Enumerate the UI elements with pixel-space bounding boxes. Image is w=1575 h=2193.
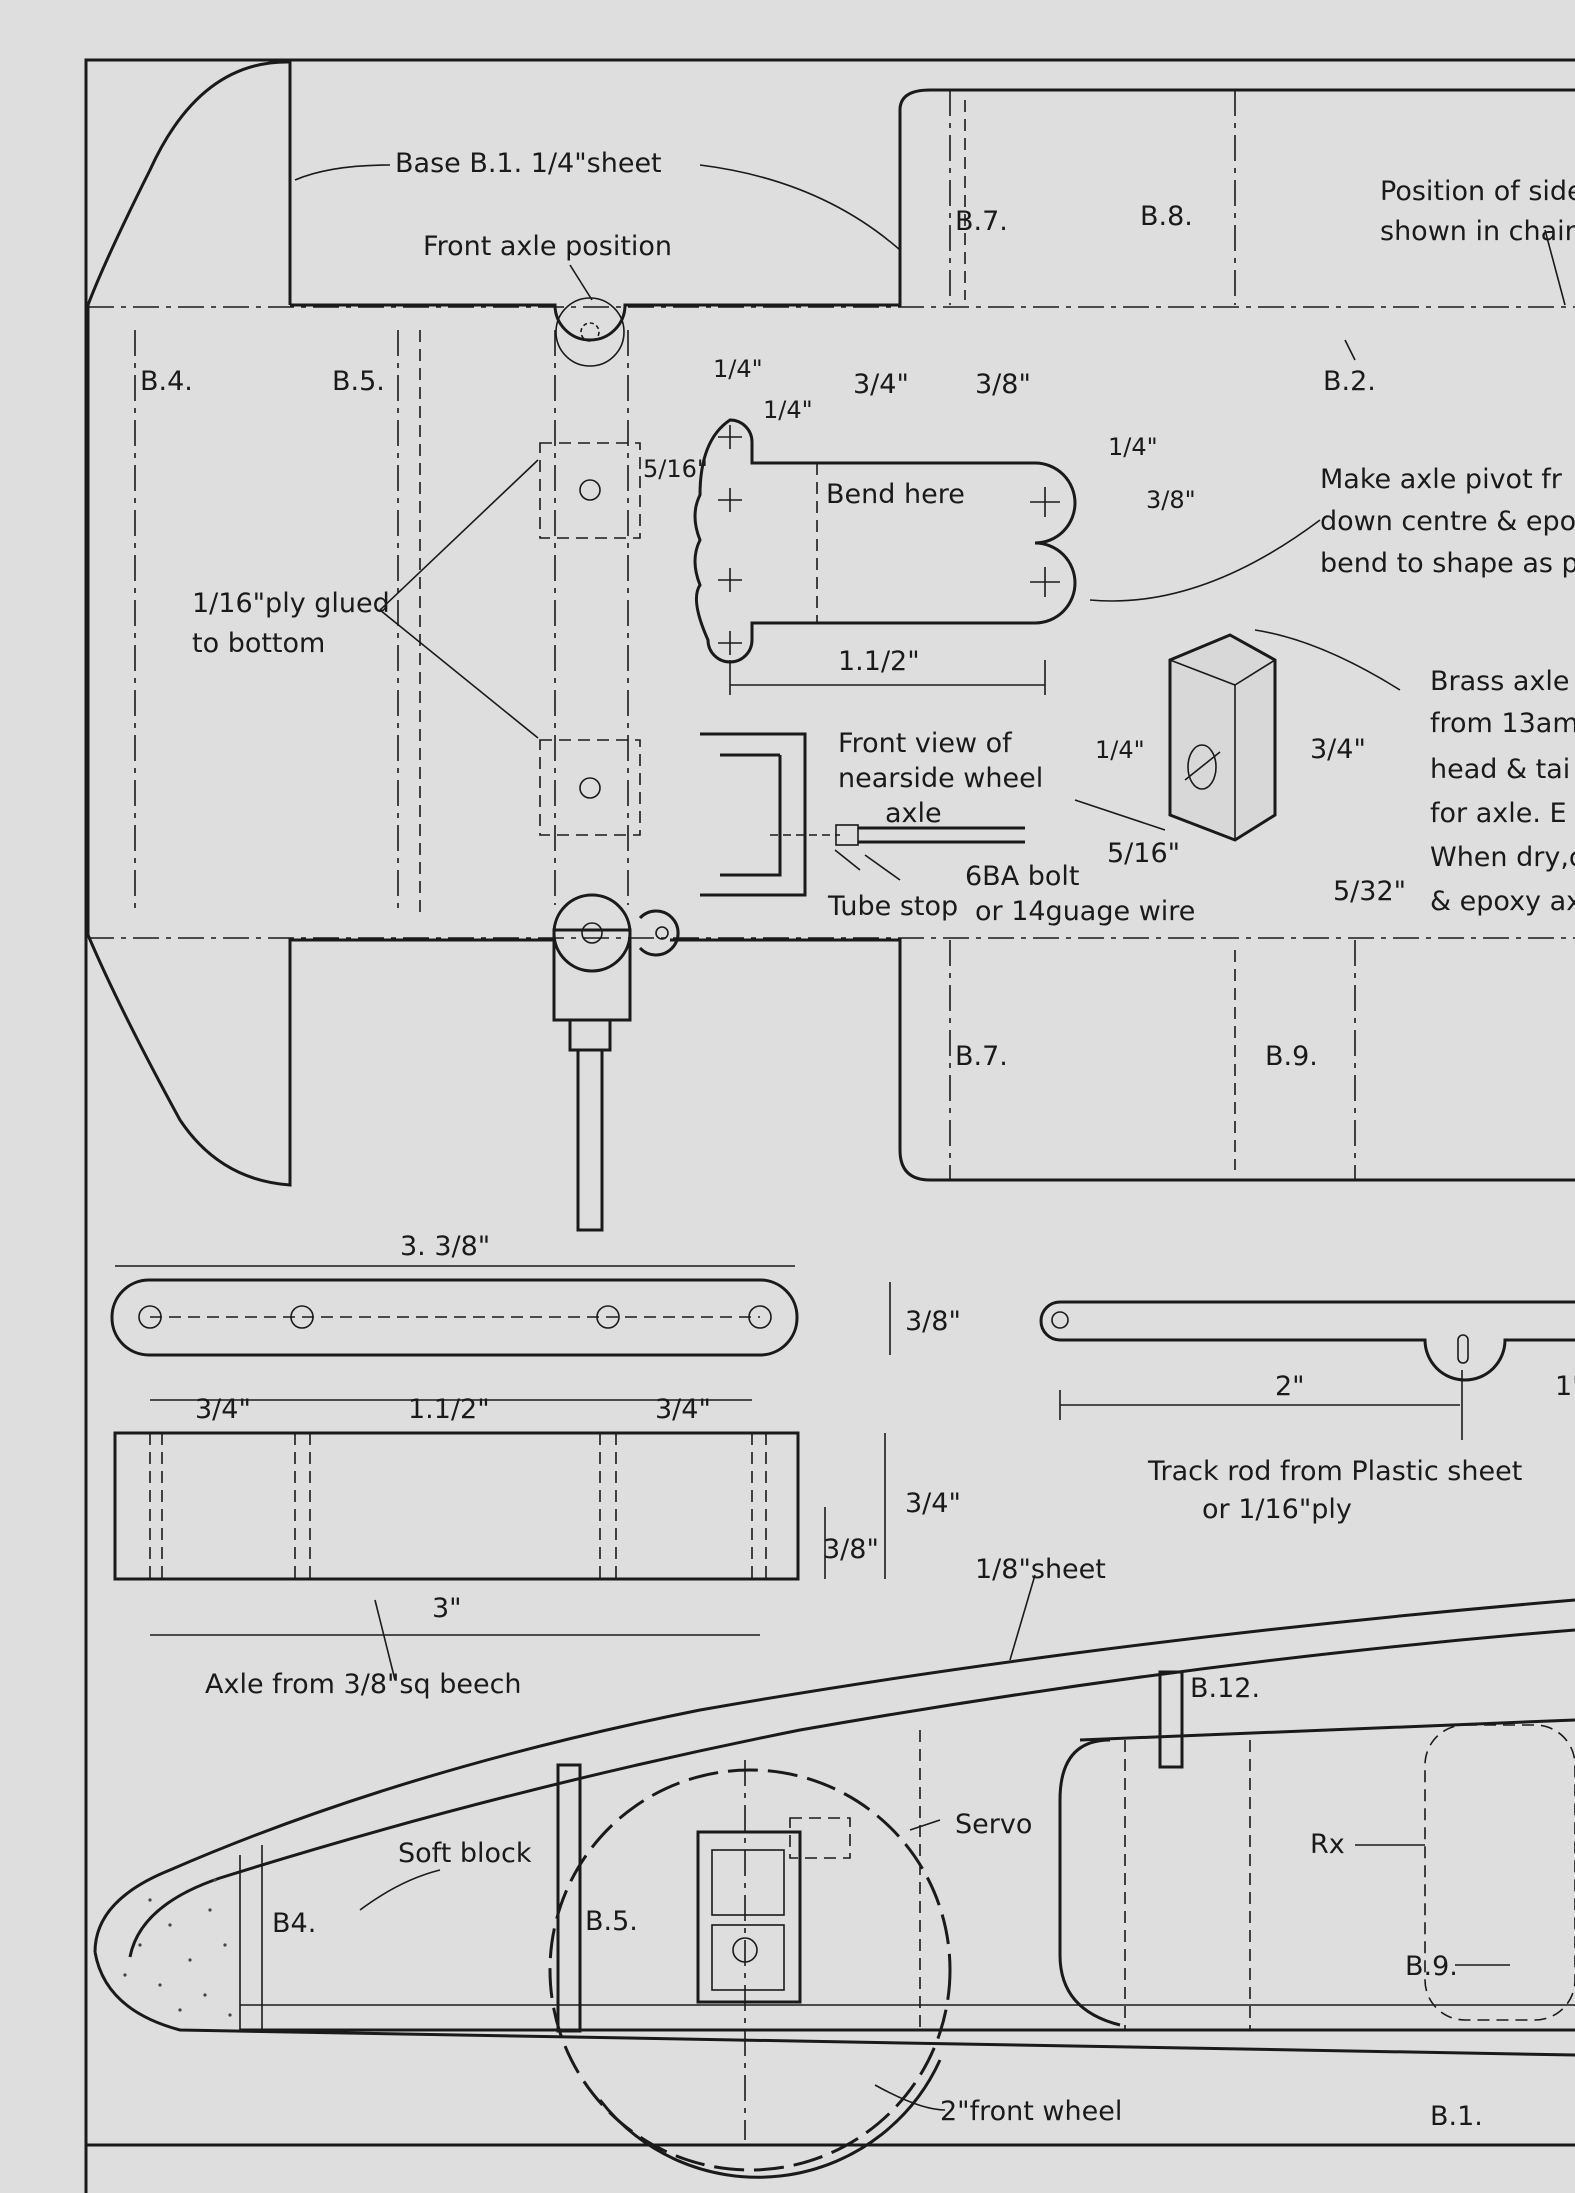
b5-top-label: B.5.	[332, 366, 385, 397]
dim-quarter-d: 1/4"	[1095, 736, 1145, 764]
side-view-body	[93, 1598, 1575, 2179]
brass-line4: for axle. E	[1430, 798, 1567, 829]
ply-glued-line1: 1/16"ply glued	[192, 588, 390, 619]
soft-block-label: Soft block	[398, 1838, 532, 1869]
front-view-line2: nearside wheel	[838, 763, 1043, 794]
dim-three-eighth-c: 3/8"	[905, 1306, 961, 1337]
rx-label: Rx	[1310, 1829, 1345, 1860]
axle-pivot-line2: down centre & epo	[1320, 506, 1575, 537]
drawing-border	[84, 58, 1575, 2193]
soft-block-stipple	[123, 1878, 232, 2017]
b9-mid-label: B.9.	[1265, 1041, 1318, 1072]
ply-glued-line2: to bottom	[192, 628, 325, 659]
diagram-labels: Base B.1. 1/4"sheet Front axle position …	[140, 148, 1575, 2132]
leader-lines	[294, 164, 1566, 2111]
tube-stop-label: Tube stop	[827, 891, 958, 922]
dim-three-quarter-d: 3/4"	[655, 1394, 711, 1425]
dim-one: 1"	[1555, 1371, 1575, 1402]
beech-axle-detail	[110, 1265, 891, 1636]
base-label: Base B.1. 1/4"sheet	[395, 148, 662, 179]
b2-label: B.2.	[1323, 366, 1376, 397]
track-rod-detail	[1039, 1300, 1575, 1440]
dim-three-quarter-b: 3/4"	[1310, 734, 1366, 765]
brass-line1: Brass axle	[1430, 666, 1570, 697]
b4-side-label: B4.	[272, 1908, 316, 1939]
dim-three-quarter-c: 3/4"	[195, 1394, 251, 1425]
eighth-sheet-label: 1/8"sheet	[975, 1554, 1106, 1585]
brass-line3: head & tai	[1430, 754, 1570, 785]
b4-top-label: B.4.	[140, 366, 193, 397]
dim-three: 3"	[432, 1593, 462, 1624]
dim-one-half-b: 1.1/2"	[408, 1394, 490, 1425]
dim-quarter-b: 1/4"	[763, 396, 813, 424]
track-rod-line1: Track rod from Plastic sheet	[1147, 1456, 1522, 1487]
dim-three-quarter-a: 3/4"	[853, 369, 909, 400]
dim-three-eighth-a: 3/8"	[975, 369, 1031, 400]
brass-line5: When dry,c	[1430, 842, 1575, 873]
track-rod-line2: or 1/16"ply	[1202, 1494, 1352, 1525]
dim-one-half-a: 1.1/2"	[838, 646, 920, 677]
dim-quarter-c: 1/4"	[1108, 433, 1158, 461]
b12-label: B.12.	[1190, 1673, 1260, 1704]
b5-side-label: B.5.	[585, 1906, 638, 1937]
bolt-line2: or 14guage wire	[975, 896, 1195, 927]
b8-label: B.8.	[1140, 201, 1193, 232]
front-view-line1: Front view of	[838, 728, 1013, 759]
front-view-line3: axle	[885, 798, 942, 829]
position-of-side-line1: Position of side	[1380, 176, 1575, 207]
b7-top-label: B.7.	[955, 206, 1008, 237]
axle-pivot-line3: bend to shape as p	[1320, 548, 1575, 579]
servo-label: Servo	[955, 1809, 1032, 1840]
front-axle-position-label: Front axle position	[423, 231, 672, 262]
front-view-axle-diagram	[700, 732, 1025, 897]
dim-five-sixteenth-b: 5/16"	[1107, 838, 1180, 869]
bend-here-label: Bend here	[826, 479, 965, 510]
axle-pivot-plate	[693, 418, 1077, 695]
front-wheel-label: 2"front wheel	[940, 2096, 1122, 2127]
brass-line6: & epoxy ax	[1430, 886, 1575, 917]
axle-beech-label: Axle from 3/8"sq beech	[205, 1669, 522, 1700]
dim-two: 2"	[1275, 1371, 1305, 1402]
position-of-side-line2: shown in chain	[1380, 216, 1575, 247]
axle-pivot-line1: Make axle pivot fr	[1320, 464, 1563, 495]
b9-side-label: B.9.	[1405, 1951, 1458, 1982]
b1-side-label: B.1.	[1430, 2101, 1483, 2132]
brass-axle-block	[1168, 633, 1277, 842]
bolt-line1: 6BA bolt	[965, 861, 1080, 892]
brass-line2: from 13am	[1430, 708, 1575, 739]
dim-three-eighth-b: 3/8"	[1146, 486, 1196, 514]
dim-five-sixteenth-a: 5/16"	[643, 455, 708, 483]
b7-bottom-label: B.7.	[955, 1041, 1008, 1072]
dim-quarter-a: 1/4"	[713, 355, 763, 383]
dim-five-thirtysecond: 5/32"	[1333, 876, 1406, 907]
base-plan-view	[86, 60, 1575, 1232]
dim-three-quarter-e: 3/4"	[905, 1488, 961, 1519]
dim-three-eighth-d: 3/8"	[823, 1534, 879, 1565]
dim-three-three-eighth: 3. 3/8"	[400, 1231, 490, 1262]
